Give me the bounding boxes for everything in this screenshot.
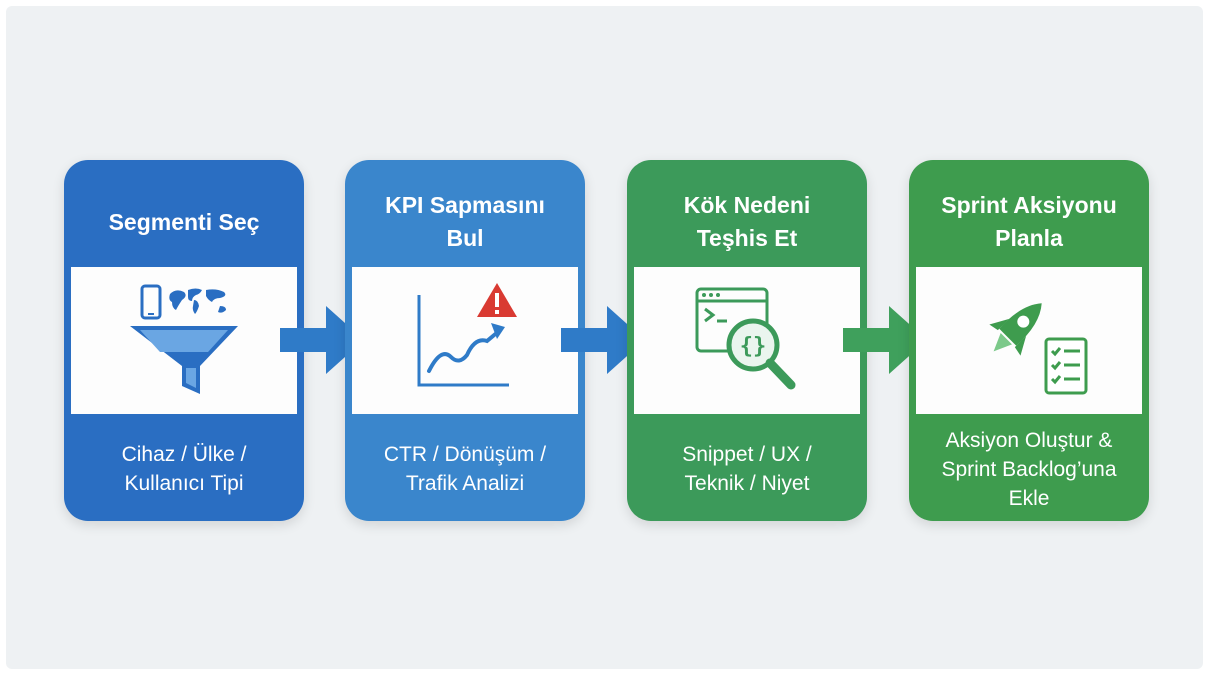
svg-text:{}: {} [740,334,767,359]
step-description: Aksiyon Oluştur & Sprint Backlog’una Ekl… [941,428,1117,510]
step-title: Kök Nedeni Teşhis Et [683,192,811,251]
step-card-kpi: KPI Sapmasını Bul CTR / Dönüşüm / Trafik… [345,160,585,521]
step-title: Segmenti Seç [108,208,260,235]
step-description: Cihaz / Ülke / Kullanıcı Tipi [121,443,247,495]
step-card-sprint: Sprint Aksiyonu Planla Aksiyon Olu [909,160,1149,521]
step-description: CTR / Dönüşüm / Trafik Analizi [383,443,547,495]
step-description: Snippet / UX / Teknik / Niyet [682,443,812,495]
step-title: Sprint Aksiyonu Planla [941,192,1117,251]
funnel-icon [130,284,238,394]
chart-alert-icon [417,282,517,386]
arrow-right-icon [561,306,645,374]
step-title: KPI Sapmasını Bul [385,192,545,251]
step-icon-panel [352,267,578,414]
step-icon-panel [916,267,1142,414]
step-card-root-cause: Kök Nedeni Teşhis Et {} Snippet / UX / T… [627,160,867,521]
rocket-checklist-icon [989,302,1088,394]
step-icon-panel: {} [634,267,860,414]
step-icon-panel [71,267,297,414]
arrow-right-icon [843,306,927,374]
step-card-segment: Segmenti Seç Cihaz / Ülke / Kullanıcı Ti… [64,160,304,521]
code-search-icon: {} [695,287,796,389]
arrow-right-icon [280,306,364,374]
